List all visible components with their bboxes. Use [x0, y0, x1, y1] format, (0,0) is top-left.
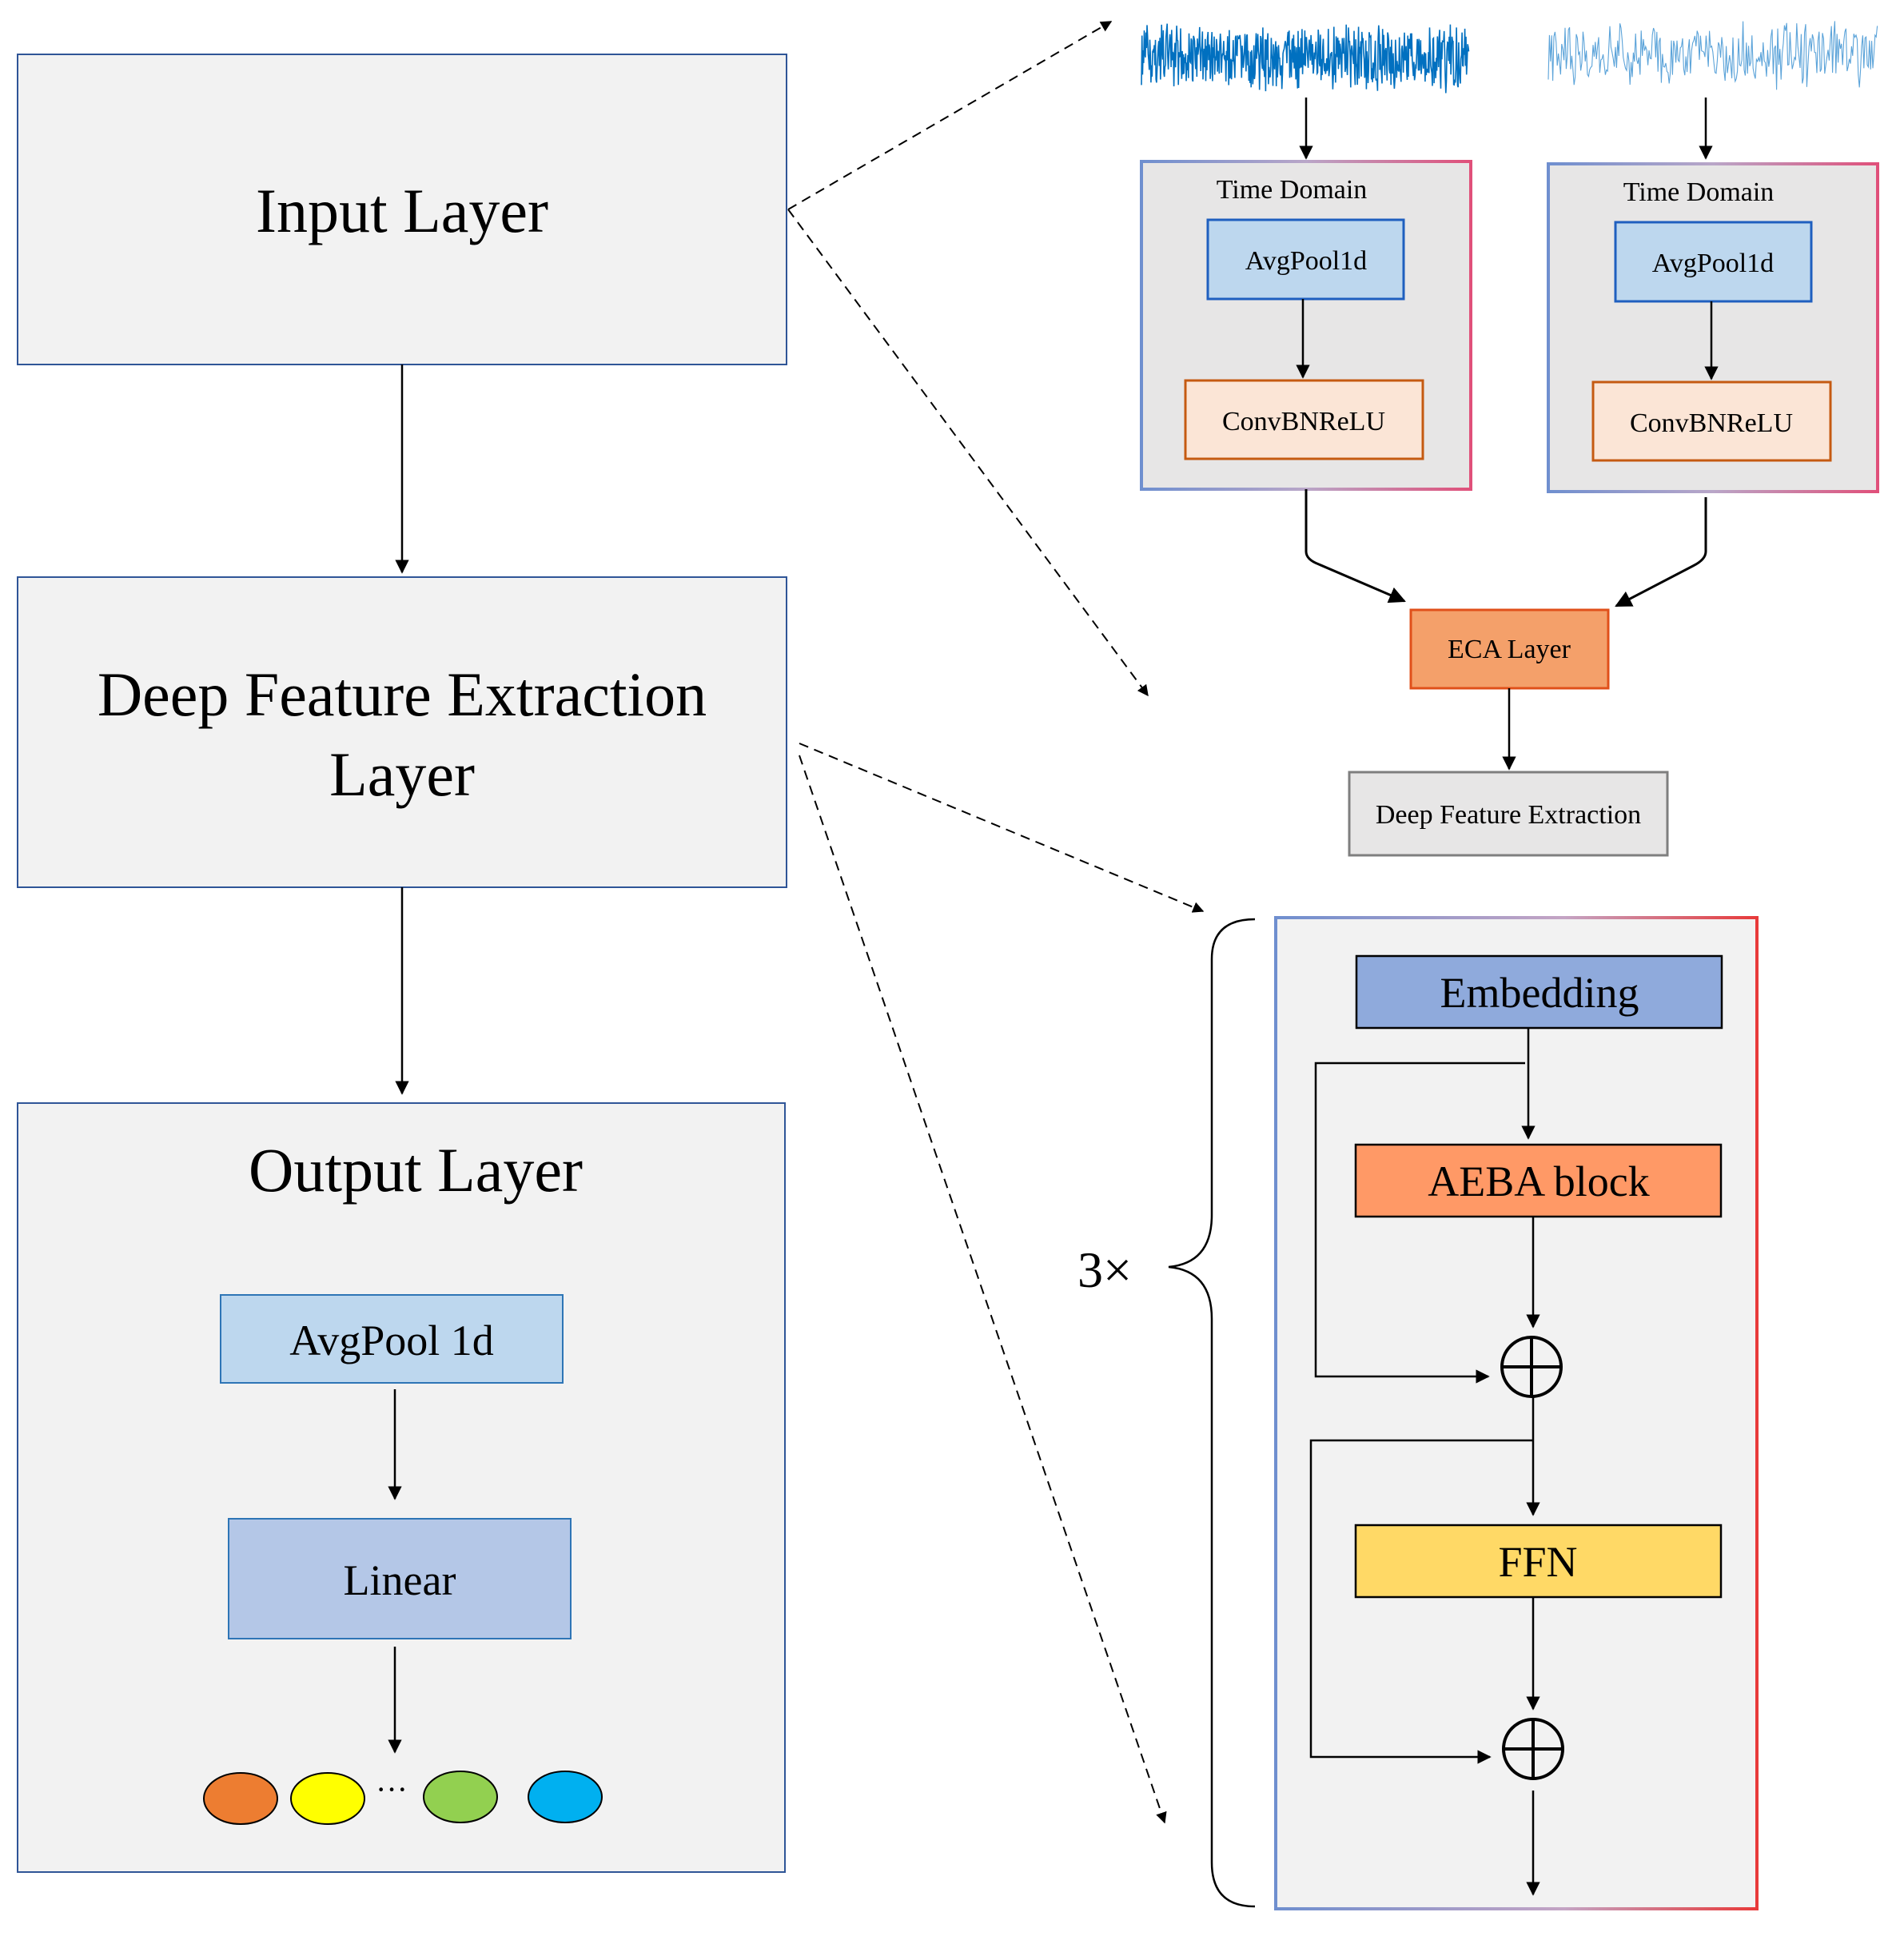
class-output-yellow [290, 1772, 365, 1825]
callout-deep-top [799, 743, 1205, 913]
add-node-2 [1502, 1718, 1564, 1780]
aeba-block-box [1354, 1143, 1723, 1218]
signal-waveform-right [1547, 21, 1878, 90]
waveform-trace [1547, 21, 1878, 90]
output-layer-box [17, 1102, 786, 1873]
callout-input-top [787, 21, 1113, 210]
class-output-blue [528, 1771, 603, 1823]
arrow-left-branch-to-eca [1305, 489, 1406, 604]
branch-left-title: Time Domain [1217, 175, 1368, 205]
branch-right-conv-label: ConvBNReLU [1630, 408, 1793, 438]
class-output-orange [203, 1772, 278, 1825]
branch-right-title: Time Domain [1623, 177, 1775, 207]
linear-label: Linear [344, 1556, 456, 1604]
branch-left-conv-label: ConvBNReLU [1222, 407, 1385, 436]
class-output-green [423, 1771, 498, 1823]
signal-waveform-left [1141, 23, 1470, 94]
avgpool-box [220, 1294, 564, 1384]
ffn-box [1354, 1524, 1723, 1599]
class-output-ellipsis: ··· [376, 1771, 408, 1807]
aeba-block-label: AEBA block [1428, 1157, 1650, 1205]
branch-right-pool-label: AvgPool1d [1652, 249, 1774, 278]
callout-deep-bottom [799, 755, 1167, 1824]
linear-box [228, 1518, 572, 1639]
input-layer-label: Input Layer [256, 176, 548, 245]
branch-left-pool-box [1206, 218, 1405, 301]
ffn-label: FFN [1498, 1538, 1577, 1586]
branch-right-conv-box [1591, 380, 1832, 462]
deep-feature-label-line1: Deep Feature Extraction [98, 659, 707, 729]
repeat-count-label: 3× [1077, 1241, 1132, 1298]
branch-right-pool-box [1614, 221, 1813, 303]
callout-input-bottom [787, 209, 1149, 697]
deep-feature-layer-box [17, 576, 787, 888]
deep-feature-label-line2: Layer [329, 739, 475, 809]
branch-left-conv-box [1184, 379, 1424, 460]
input-layer-box [17, 54, 787, 365]
embedding-label: Embedding [1440, 969, 1639, 1017]
transformer-panel [1274, 916, 1759, 1910]
eca-layer-box [1409, 608, 1610, 690]
arrow-right-branch-to-eca [1615, 497, 1707, 607]
repeat-brace [1168, 918, 1256, 1908]
eca-layer-label: ECA Layer [1448, 635, 1571, 664]
branch-left-pool-label: AvgPool1d [1245, 246, 1367, 276]
output-layer-label: Output Layer [249, 1135, 583, 1205]
residual-path-1 [1314, 1062, 1525, 1384]
deep-feature-output-label: Deep Feature Extraction [1376, 800, 1641, 830]
add-node-1 [1500, 1336, 1563, 1398]
avgpool-label: AvgPool 1d [289, 1317, 494, 1364]
residual-path-2 [1309, 1439, 1533, 1764]
waveform-trace [1141, 23, 1470, 94]
embedding-box [1355, 954, 1723, 1030]
deep-feature-output-box [1348, 771, 1669, 857]
